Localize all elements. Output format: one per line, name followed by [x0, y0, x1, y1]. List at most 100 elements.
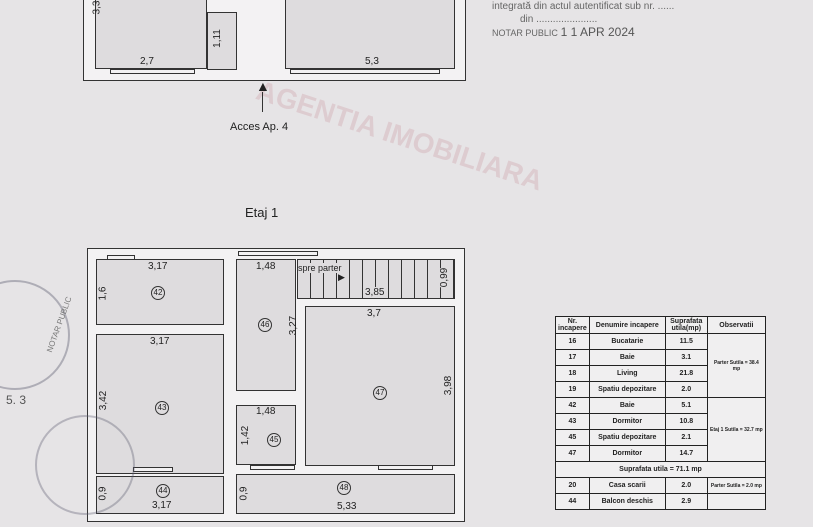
cell: 20: [555, 477, 590, 494]
cell: 18: [555, 365, 590, 382]
notary-line1: integrată din actul autentificat sub nr.…: [492, 1, 675, 12]
cell: Baie: [588, 397, 666, 414]
dim: 3,17: [152, 500, 172, 511]
access-label: Acces Ap. 4: [230, 121, 289, 133]
dim: 3,7: [367, 308, 381, 319]
dim: 1,6: [97, 286, 109, 301]
notary-line3: NOTAR PUBLIC 1 1 APR 2024: [492, 26, 674, 40]
floor-title: Etaj 1: [245, 205, 279, 220]
notary-line2: din ......................: [520, 14, 598, 25]
col-header: Observatii: [706, 316, 767, 334]
obs-cell: Parter Sutila = 2.0 mp: [706, 477, 767, 494]
cell: Spatiu depozitare: [588, 429, 666, 446]
dim: 3,85: [365, 287, 385, 298]
dim: 3,3: [91, 0, 103, 15]
cell: 5.1: [664, 397, 708, 414]
cell: Balcon deschis: [588, 493, 666, 510]
window: [250, 465, 295, 470]
cell: 16: [555, 333, 590, 350]
cell: 10.8: [664, 413, 708, 430]
room-table: Nr. incapere Denumire incapere Suprafata…: [555, 316, 767, 510]
dim: 1,11: [211, 29, 223, 48]
stairs-arrow-icon: ▶: [338, 272, 345, 282]
cell: 2.0: [664, 477, 708, 494]
ground-floor-room-right: [285, 0, 455, 69]
cell: 44: [555, 493, 590, 510]
total-row: Suprafata utila = 71.1 mp: [555, 461, 766, 478]
col-header: Nr. incapere: [555, 316, 590, 334]
col-header: Denumire incapere: [588, 316, 666, 334]
ground-floor-room-left: [95, 0, 207, 69]
cell: 45: [555, 429, 590, 446]
cell: Dormitor: [588, 445, 666, 462]
notary-date: 1 1 APR 2024: [560, 25, 635, 39]
cell: Baie: [588, 349, 666, 366]
arrow-stem: [262, 92, 263, 112]
cell: 43: [555, 413, 590, 430]
room-number: 46: [258, 318, 272, 332]
cell: Bucatarie: [588, 333, 666, 350]
watermark: AGENTIA IMOBILIARA: [252, 74, 547, 197]
dim: 5,3: [365, 56, 379, 67]
cell: Casa scarii: [588, 477, 666, 494]
side-label: 5. 3: [6, 393, 27, 407]
entry-door-area: [207, 12, 237, 70]
window: [290, 69, 440, 74]
cell: Dormitor: [588, 413, 666, 430]
dim: 3,17: [150, 336, 170, 347]
dim: 5,33: [337, 501, 357, 512]
arrow-up-icon: ▲: [256, 78, 270, 94]
cell: 47: [555, 445, 590, 462]
room-number: 47: [373, 386, 387, 400]
notary-label: NOTAR PUBLIC: [492, 28, 558, 38]
dim: 3,17: [148, 261, 168, 272]
dim: 2,7: [140, 56, 154, 67]
dim: 3,42: [98, 390, 110, 411]
cell: 14.7: [664, 445, 708, 462]
cell: 3.1: [664, 349, 708, 366]
dim: 1,48: [256, 406, 276, 417]
table-header: Nr. incapere Denumire incapere Suprafata…: [555, 316, 767, 334]
dim: 1,48: [256, 261, 276, 272]
cell: 2.9: [664, 493, 708, 510]
dim: 3,27: [288, 315, 300, 336]
room-number: 45: [267, 433, 281, 447]
window: [378, 465, 433, 470]
dim: 1,42: [240, 425, 252, 446]
room-number: 44: [156, 484, 170, 498]
room-number: 43: [155, 401, 169, 415]
obs-cell: Etaj 1 Sutila = 32.7 mp: [706, 397, 767, 462]
obs-cell: Parter Sutila = 38.4 mp: [706, 333, 767, 398]
cell: 2.1: [664, 429, 708, 446]
room-number: 42: [151, 286, 165, 300]
cell: 2.0: [664, 381, 708, 398]
total-cell: Suprafata utila = 71.1 mp: [555, 461, 766, 478]
dim: 3,98: [443, 375, 455, 396]
notary-stamp-2: [35, 415, 135, 515]
room-45: [236, 405, 296, 465]
dim: 0,9: [238, 486, 250, 501]
window: [133, 467, 173, 472]
cell: 19: [555, 381, 590, 398]
window: [110, 69, 195, 74]
cell: 17: [555, 349, 590, 366]
col-header: Suprafata utila(mp): [664, 316, 708, 334]
cell: 21.8: [664, 365, 708, 382]
obs-cell: [706, 493, 767, 510]
cell: Living: [588, 365, 666, 382]
notary-text: integrată din actul autentificat sub nr.…: [492, 0, 674, 40]
cell: 42: [555, 397, 590, 414]
dim: 0,99: [439, 267, 451, 288]
room-number: 48: [337, 481, 351, 495]
window: [107, 255, 135, 260]
cell: Spatiu depozitare: [588, 381, 666, 398]
window: [238, 251, 318, 256]
cell: 11.5: [664, 333, 708, 350]
